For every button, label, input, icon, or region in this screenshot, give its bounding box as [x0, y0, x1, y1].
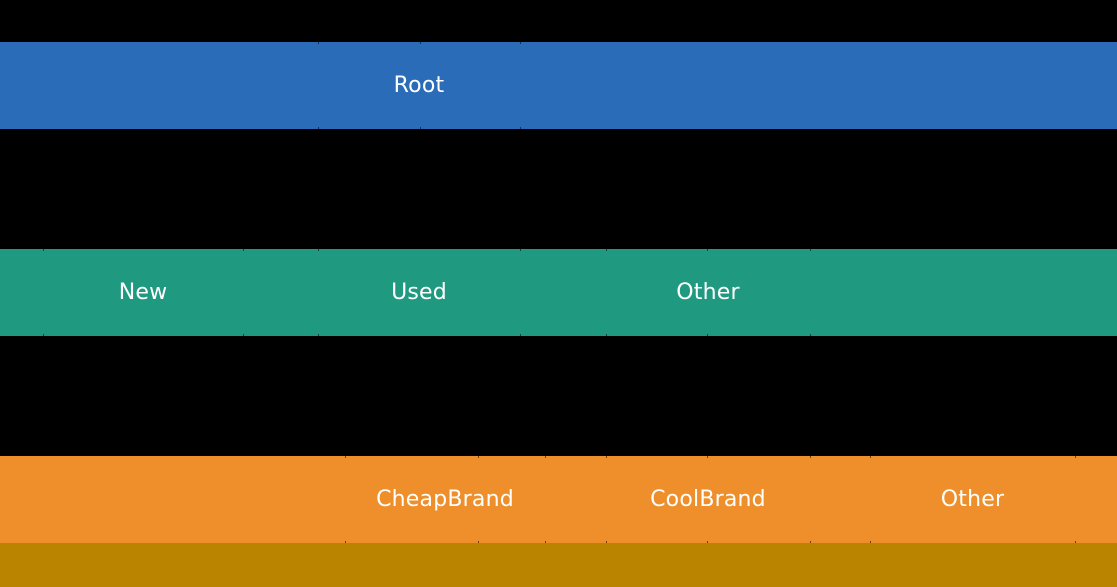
segment-divider-notch: [420, 127, 421, 129]
segment-divider-notch: [520, 334, 521, 336]
segment-divider-notch: [606, 541, 607, 543]
segment-label: CheapBrand: [376, 486, 514, 512]
chart-segment-unlabeled[interactable]: [520, 249, 606, 336]
segment-divider-notch: [243, 334, 244, 336]
segment-label: CoolBrand: [650, 486, 766, 512]
segment-divider-notch: [318, 334, 319, 336]
segment-divider-notch: [1075, 456, 1076, 458]
segment-divider-notch: [606, 249, 607, 251]
segment-divider-notch: [810, 541, 811, 543]
chart-segment-unlabeled[interactable]: [545, 456, 606, 543]
segment-divider-notch: [707, 249, 708, 251]
segment-divider-notch: [1075, 541, 1076, 543]
chart-band-level-4-leaf: [0, 543, 1117, 587]
chart-band-level-2-condition: New Used Other: [0, 249, 1117, 336]
segment-divider-notch: [707, 541, 708, 543]
chart-segment-unlabeled[interactable]: [243, 249, 318, 336]
segment-divider-notch: [810, 249, 811, 251]
segment-divider-notch: [478, 456, 479, 458]
chart-segment-unlabeled[interactable]: [520, 42, 1117, 129]
segment-divider-notch: [318, 249, 319, 251]
segment-divider-notch: [520, 42, 521, 44]
segment-divider-notch: [545, 456, 546, 458]
segment-divider-notch: [520, 249, 521, 251]
segment-divider-notch: [707, 334, 708, 336]
chart-segment-unlabeled[interactable]: [0, 42, 318, 129]
segment-divider-notch: [243, 249, 244, 251]
chart-segment-other[interactable]: Other: [870, 456, 1075, 543]
segment-divider-notch: [318, 127, 319, 129]
segment-divider-notch: [345, 541, 346, 543]
chart-segment-unlabeled[interactable]: [1075, 456, 1117, 543]
segment-divider-notch: [545, 541, 546, 543]
segment-label: New: [118, 279, 168, 305]
segment-divider-notch: [318, 42, 319, 44]
chart-segment-root[interactable]: Root: [318, 42, 520, 129]
segment-divider-notch: [520, 127, 521, 129]
chart-segment-unlabeled[interactable]: [0, 543, 1117, 587]
chart-segment-new[interactable]: New: [43, 249, 243, 336]
segment-divider-notch: [43, 249, 44, 251]
chart-segment-unlabeled[interactable]: [810, 249, 1117, 336]
segment-divider-notch: [43, 334, 44, 336]
segment-label: Root: [393, 72, 445, 98]
chart-segment-used[interactable]: Used: [318, 249, 520, 336]
segment-divider-notch: [870, 456, 871, 458]
segment-label: Other: [676, 279, 740, 305]
segment-divider-notch: [707, 456, 708, 458]
chart-segment-unlabeled[interactable]: [0, 249, 43, 336]
segment-divider-notch: [606, 334, 607, 336]
segment-label: Other: [940, 486, 1005, 512]
segment-divider-notch: [810, 456, 811, 458]
segment-label: Used: [391, 279, 447, 305]
segment-divider-notch: [478, 541, 479, 543]
chart-segment-unlabeled[interactable]: [810, 456, 870, 543]
chart-band-level-3-brand: CheapBrand CoolBrand Other: [0, 456, 1117, 543]
segment-divider-notch: [606, 456, 607, 458]
chart-segment-other[interactable]: Other: [606, 249, 810, 336]
segment-divider-notch: [345, 456, 346, 458]
segment-divider-notch: [420, 42, 421, 44]
segment-divider-notch: [870, 541, 871, 543]
chart-segment-unlabeled[interactable]: [0, 456, 345, 543]
chart-segment-coolbrand[interactable]: CoolBrand: [606, 456, 810, 543]
chart-segment-cheapbrand[interactable]: CheapBrand: [345, 456, 545, 543]
segment-divider-notch: [810, 334, 811, 336]
chart-band-level-1-root: Root: [0, 42, 1117, 129]
